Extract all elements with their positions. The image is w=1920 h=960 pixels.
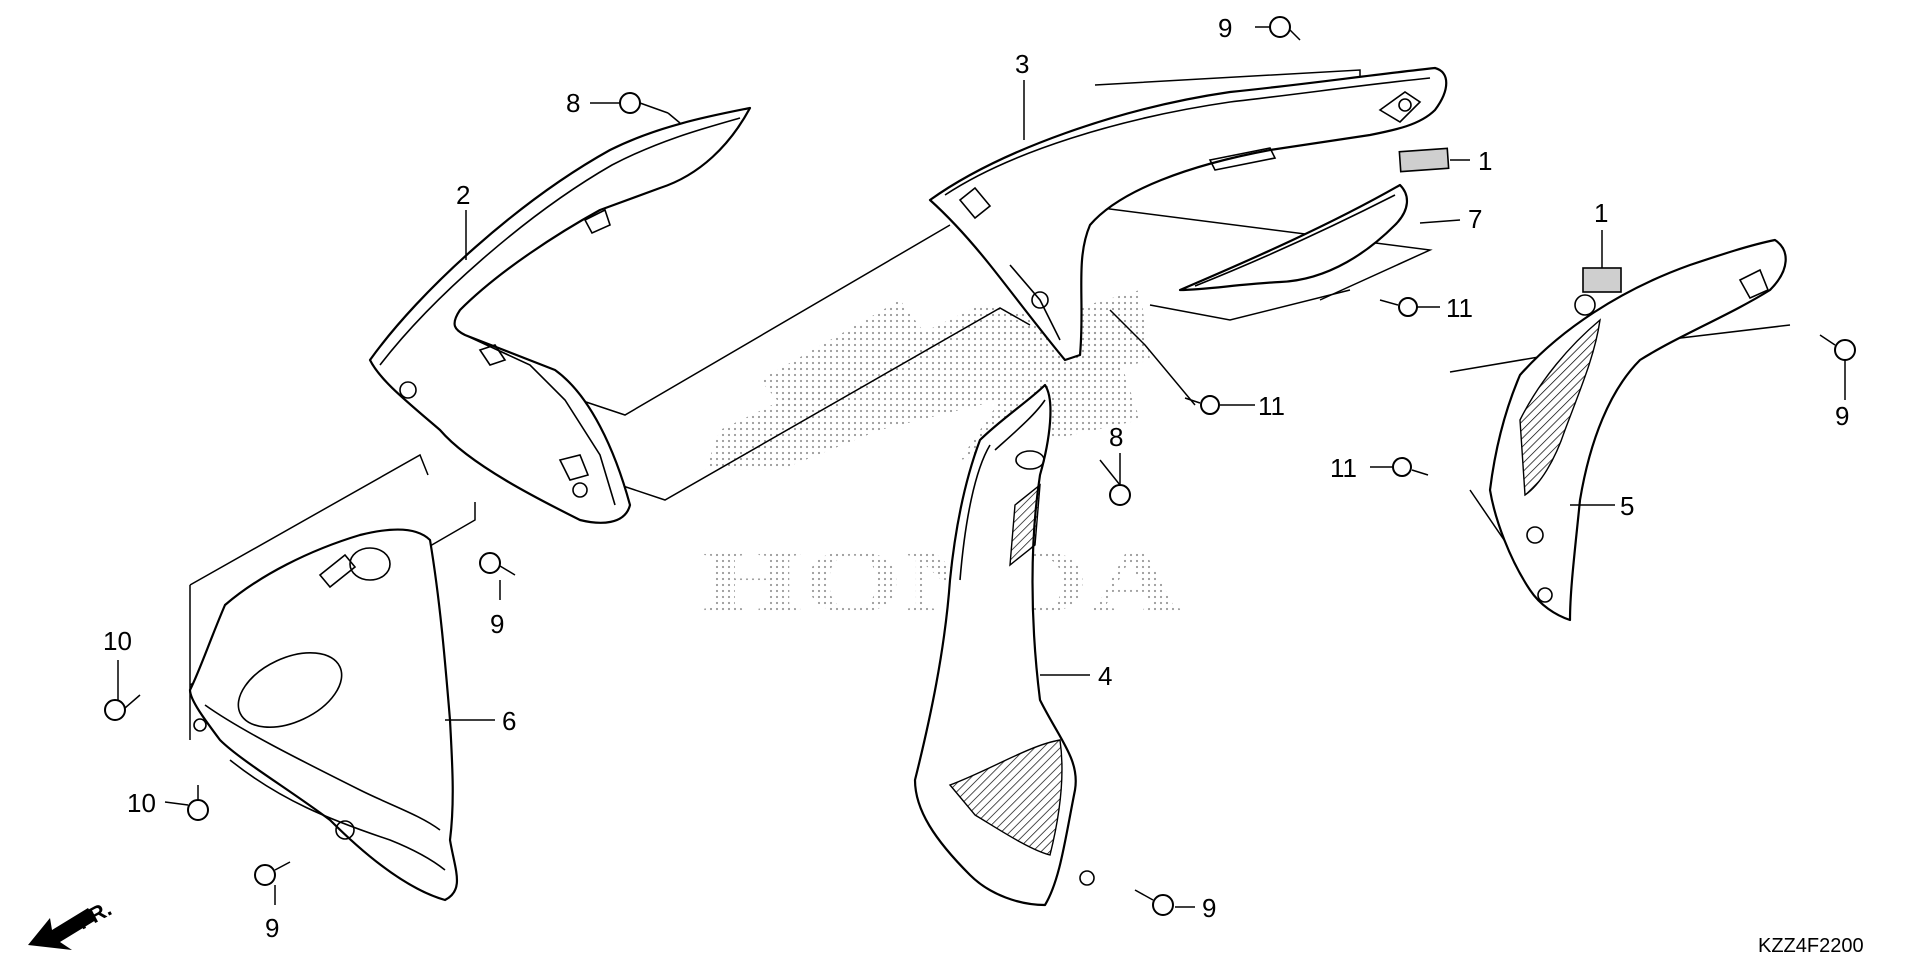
callout-5: 5 [1620, 491, 1634, 521]
pad-1-right [1582, 267, 1622, 293]
callout-9-top: 9 [1218, 13, 1232, 43]
screw-9-right [1819, 334, 1856, 361]
callout-2: 2 [456, 180, 470, 210]
callout-8-center: 8 [1109, 422, 1123, 452]
screw-11-center [1184, 395, 1220, 415]
callout-6: 6 [502, 706, 516, 736]
bolt-8-top [619, 92, 681, 124]
screw-10-upper [104, 694, 141, 721]
callout-1-top: 1 [1478, 146, 1492, 176]
part-2-upper-shroud [368, 106, 752, 524]
screw-11-right [1392, 457, 1429, 477]
callout-11-right: 11 [1330, 453, 1357, 483]
bolt-8-center [1099, 459, 1131, 506]
pad-1-top [1398, 147, 1450, 173]
callout-9-bottom-left: 9 [265, 913, 279, 943]
callout-9-bottom-center: 9 [1202, 893, 1216, 923]
part-7-inner-cover [1178, 183, 1408, 292]
callout-labels: 1 1 2 3 4 5 6 7 8 8 9 9 9 9 9 10 10 11 1… [103, 13, 1849, 943]
callout-7: 7 [1468, 204, 1482, 234]
screw-9-bottom-left [254, 861, 291, 886]
screw-9-bottom-center [1134, 889, 1174, 916]
callout-10-upper: 10 [103, 626, 132, 656]
callout-leaders [117, 26, 1846, 908]
callout-8-top: 8 [566, 88, 580, 118]
callout-3: 3 [1015, 49, 1029, 79]
part-6-left-cover [188, 528, 459, 902]
screw-9-top-right [1269, 16, 1301, 41]
callout-11-center: 11 [1258, 391, 1285, 421]
callout-9-center-left: 9 [490, 609, 504, 639]
part-5-right-shroud [1488, 238, 1787, 622]
diagram-code: KZZ4F2200 [1758, 935, 1864, 957]
part-4-center-shroud [913, 383, 1095, 907]
screw-10-lower [187, 785, 209, 821]
honda-wing-watermark [705, 290, 1150, 470]
screw-11-top [1379, 297, 1418, 317]
brand-watermark: HONDA [702, 530, 1182, 632]
callout-11-top: 11 [1446, 293, 1473, 323]
callout-1-right: 1 [1594, 198, 1608, 228]
front-direction-arrow: FR. [28, 896, 116, 950]
callout-9-right: 9 [1835, 401, 1849, 431]
screw-9-center-left [479, 552, 516, 576]
callout-10-lower: 10 [127, 788, 156, 818]
callout-4: 4 [1098, 661, 1112, 691]
part-3-upper-shroud [928, 66, 1448, 362]
